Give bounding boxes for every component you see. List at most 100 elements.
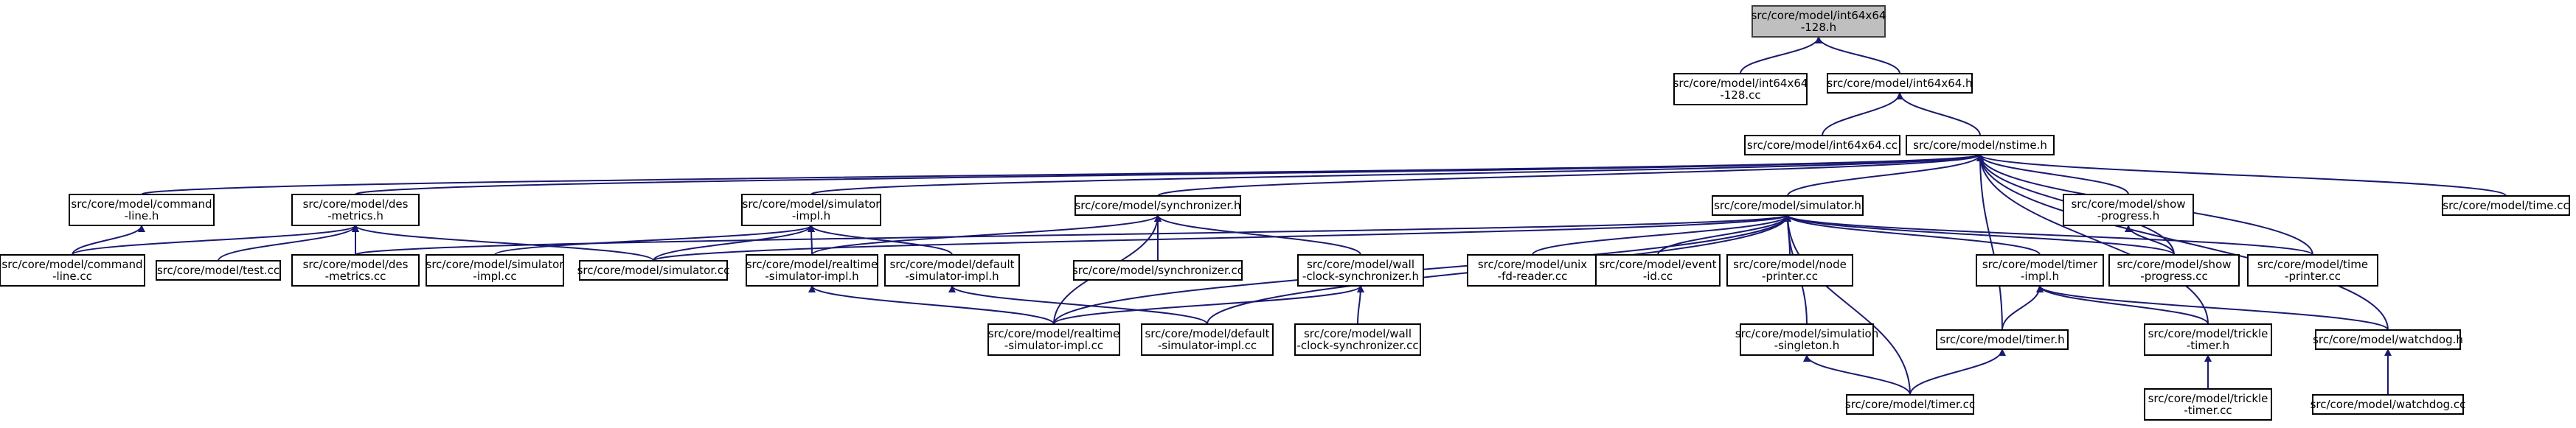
file-node-default-simulator-impl-cc[interactable]: src/core/model/default-simulator-impl.cc — [1141, 323, 1274, 356]
file-node-time-cc[interactable]: src/core/model/time.cc — [2442, 195, 2570, 216]
file-node-int64x64-h[interactable]: src/core/model/int64x64.h — [1827, 73, 1973, 94]
file-node-show-progress-h[interactable]: src/core/model/show-progress.h — [2063, 194, 2194, 226]
file-node-label: src/core/model/test.cc — [157, 264, 280, 277]
file-node-label: src/core/model/timer.h — [1940, 333, 2064, 346]
edge-time_printer_cc-to-simulator_h — [1784, 214, 2313, 256]
edge-command_line_cc-to-des_metrics_h — [72, 225, 359, 256]
file-node-label: src/core/model/wall — [1304, 327, 1412, 340]
file-node-show-progress-cc[interactable]: src/core/model/show-progress.cc — [2108, 254, 2240, 287]
file-node-box — [1744, 135, 1900, 155]
file-node-nstime-h[interactable]: src/core/model/nstime.h — [1906, 135, 2055, 155]
file-node-box — [1712, 195, 1864, 216]
file-node-timer-cc[interactable]: src/core/model/timer.cc — [1845, 394, 1975, 415]
file-node-box — [1075, 195, 1241, 216]
edge-event_id_cc-to-simulator_h — [1657, 214, 1791, 256]
edge-trickle_timer_h-to-nstime_h — [1976, 154, 2209, 325]
file-node-node-printer-cc[interactable]: src/core/model/node-printer.cc — [1726, 254, 1853, 287]
file-node-label: src/core/model/int64x64.h — [1827, 77, 1972, 90]
file-node-int64x64-128-h[interactable]: src/core/model/int64x64-128.h — [1752, 5, 1886, 38]
file-node-box — [2442, 195, 2570, 216]
file-node-unix-fd-reader-cc[interactable]: src/core/model/unix-fd-reader.cc — [1467, 254, 1598, 287]
file-node-int64x64-128-cc[interactable]: src/core/model/int64x64-128.cc — [1673, 73, 1808, 105]
file-node-box — [2144, 388, 2272, 421]
file-node-realtime-simulator-impl-cc[interactable]: src/core/model/realtime-simulator-impl.c… — [987, 323, 1120, 356]
file-node-simulator-h[interactable]: src/core/model/simulator.h — [1712, 195, 1864, 216]
file-node-timer-h[interactable]: src/core/model/timer.h — [1936, 329, 2069, 350]
file-node-label: src/core/model/node — [1733, 258, 1847, 271]
file-node-box — [69, 194, 215, 226]
edge-des_metrics_cc-to-simulator_h — [355, 214, 1791, 256]
file-node-command-line-cc[interactable]: src/core/model/command-line.cc — [0, 254, 145, 287]
file-node-wall-clock-synchronizer-cc[interactable]: src/core/model/wall-clock-synchronizer.c… — [1294, 323, 1421, 356]
file-node-box — [884, 254, 1020, 287]
file-node-label: -metrics.cc — [325, 270, 386, 283]
file-node-label: -timer.h — [2187, 339, 2229, 352]
file-node-label: src/core/model/default — [889, 258, 1014, 271]
file-node-label: src/core/model/simulation — [1735, 327, 1878, 340]
file-node-label: src/core/model/synchronizer.h — [1075, 199, 1240, 212]
file-node-box — [1740, 323, 1874, 356]
edge-simulator_cc-to-simulator_h — [653, 214, 1791, 262]
file-node-box — [1467, 254, 1598, 287]
file-node-label: src/core/model/trickle — [2148, 392, 2268, 405]
file-node-label: -simulator-impl.cc — [1004, 339, 1103, 352]
file-node-command-line-h[interactable]: src/core/model/command-line.h — [69, 194, 215, 226]
edge-show_progress_cc-to-simulator_h — [1784, 214, 2175, 256]
file-node-label: src/core/model/simulator.h — [1714, 199, 1861, 212]
file-node-event-id-cc[interactable]: src/core/model/event-id.cc — [1595, 254, 1721, 287]
file-node-label: -timer.cc — [2184, 404, 2232, 417]
edge-simulator_cc-to-des_metrics_h — [352, 225, 654, 262]
file-node-timer-impl-h[interactable]: src/core/model/timer-impl.h — [1976, 254, 2104, 287]
file-node-box — [2063, 194, 2194, 226]
edge-synchronizer_h-to-nstime_h — [1157, 154, 1984, 197]
file-node-wall-clock-synchronizer-h[interactable]: src/core/model/wall-clock-synchronizer.h — [1297, 254, 1424, 287]
file-node-watchdog-h[interactable]: src/core/model/watchdog.h — [2313, 329, 2463, 350]
file-node-box — [2312, 394, 2464, 415]
file-node-realtime-simulator-impl-h[interactable]: src/core/model/realtime-simulator-impl.h — [746, 254, 878, 287]
file-node-box — [2247, 254, 2378, 287]
file-node-box — [741, 194, 881, 226]
file-node-label: src/core/model/command — [1, 258, 142, 271]
file-node-des-metrics-h[interactable]: src/core/model/des-metrics.h — [291, 194, 420, 226]
file-node-label: src/core/model/event — [1600, 258, 1717, 271]
edge-timer_cc-to-simulation_singleton_h — [1803, 354, 1911, 396]
file-node-simulator-impl-cc[interactable]: src/core/model/simulator-impl.cc — [426, 254, 565, 287]
file-node-box — [1297, 254, 1424, 287]
file-node-synchronizer-cc[interactable]: src/core/model/synchronizer.cc — [1072, 260, 1243, 281]
file-node-int64x64-cc[interactable]: src/core/model/int64x64.cc — [1744, 135, 1900, 155]
edge-realtime_simulator_impl_cc-to-wall_clock_synchronizer_h — [1053, 285, 1364, 325]
file-node-label: -singleton.h — [1774, 339, 1840, 352]
file-node-box — [2315, 329, 2461, 350]
file-node-label: src/core/model/timer — [1982, 258, 2098, 271]
file-node-label: -line.cc — [52, 270, 92, 283]
file-node-label: -clock-synchronizer.h — [1302, 270, 1419, 283]
file-node-label: src/core/model/int64x64 — [1752, 9, 1886, 22]
edge-realtime_simulator_impl_cc-to-realtime_simulator_impl_h — [808, 285, 1055, 325]
file-node-label: src/core/model/int64x64 — [1673, 77, 1808, 90]
edge-int64x64_cc-to-int64x64_h — [1822, 92, 1903, 136]
file-node-test-cc[interactable]: src/core/model/test.cc — [156, 260, 281, 281]
file-node-time-printer-cc[interactable]: src/core/model/time-printer.cc — [2247, 254, 2378, 287]
file-node-box — [1906, 135, 2055, 155]
file-node-trickle-timer-cc[interactable]: src/core/model/trickle-timer.cc — [2144, 388, 2272, 421]
file-node-label: src/core/model/default — [1145, 327, 1269, 340]
file-node-box — [987, 323, 1120, 356]
file-node-simulator-cc[interactable]: src/core/model/simulator.cc — [577, 260, 730, 281]
file-node-label: -impl.h — [792, 209, 830, 222]
file-node-synchronizer-h[interactable]: src/core/model/synchronizer.h — [1075, 195, 1241, 216]
edge-watchdog_h-to-nstime_h — [1976, 154, 2389, 331]
file-node-trickle-timer-h[interactable]: src/core/model/trickle-timer.h — [2144, 323, 2272, 356]
file-node-des-metrics-cc[interactable]: src/core/model/des-metrics.cc — [291, 254, 420, 287]
file-nodes: src/core/model/int64x64-128.hsrc/core/mo… — [0, 5, 2570, 421]
file-node-default-simulator-impl-h[interactable]: src/core/model/default-simulator-impl.h — [884, 254, 1020, 287]
file-node-label: -printer.cc — [2285, 270, 2341, 283]
edge-command_line_cc-to-command_line_h — [72, 225, 145, 256]
file-node-simulator-impl-h[interactable]: src/core/model/simulator-impl.h — [741, 194, 881, 226]
file-node-simulation-singleton-h[interactable]: src/core/model/simulation-singleton.h — [1735, 323, 1878, 356]
file-node-box — [2108, 254, 2240, 287]
file-node-watchdog-cc[interactable]: src/core/model/watchdog.cc — [2311, 394, 2466, 415]
file-node-label: -128.h — [1801, 21, 1836, 34]
edge-time_cc-to-nstime_h — [1976, 154, 2507, 197]
file-node-label: src/core/model/synchronizer.cc — [1072, 264, 1243, 277]
